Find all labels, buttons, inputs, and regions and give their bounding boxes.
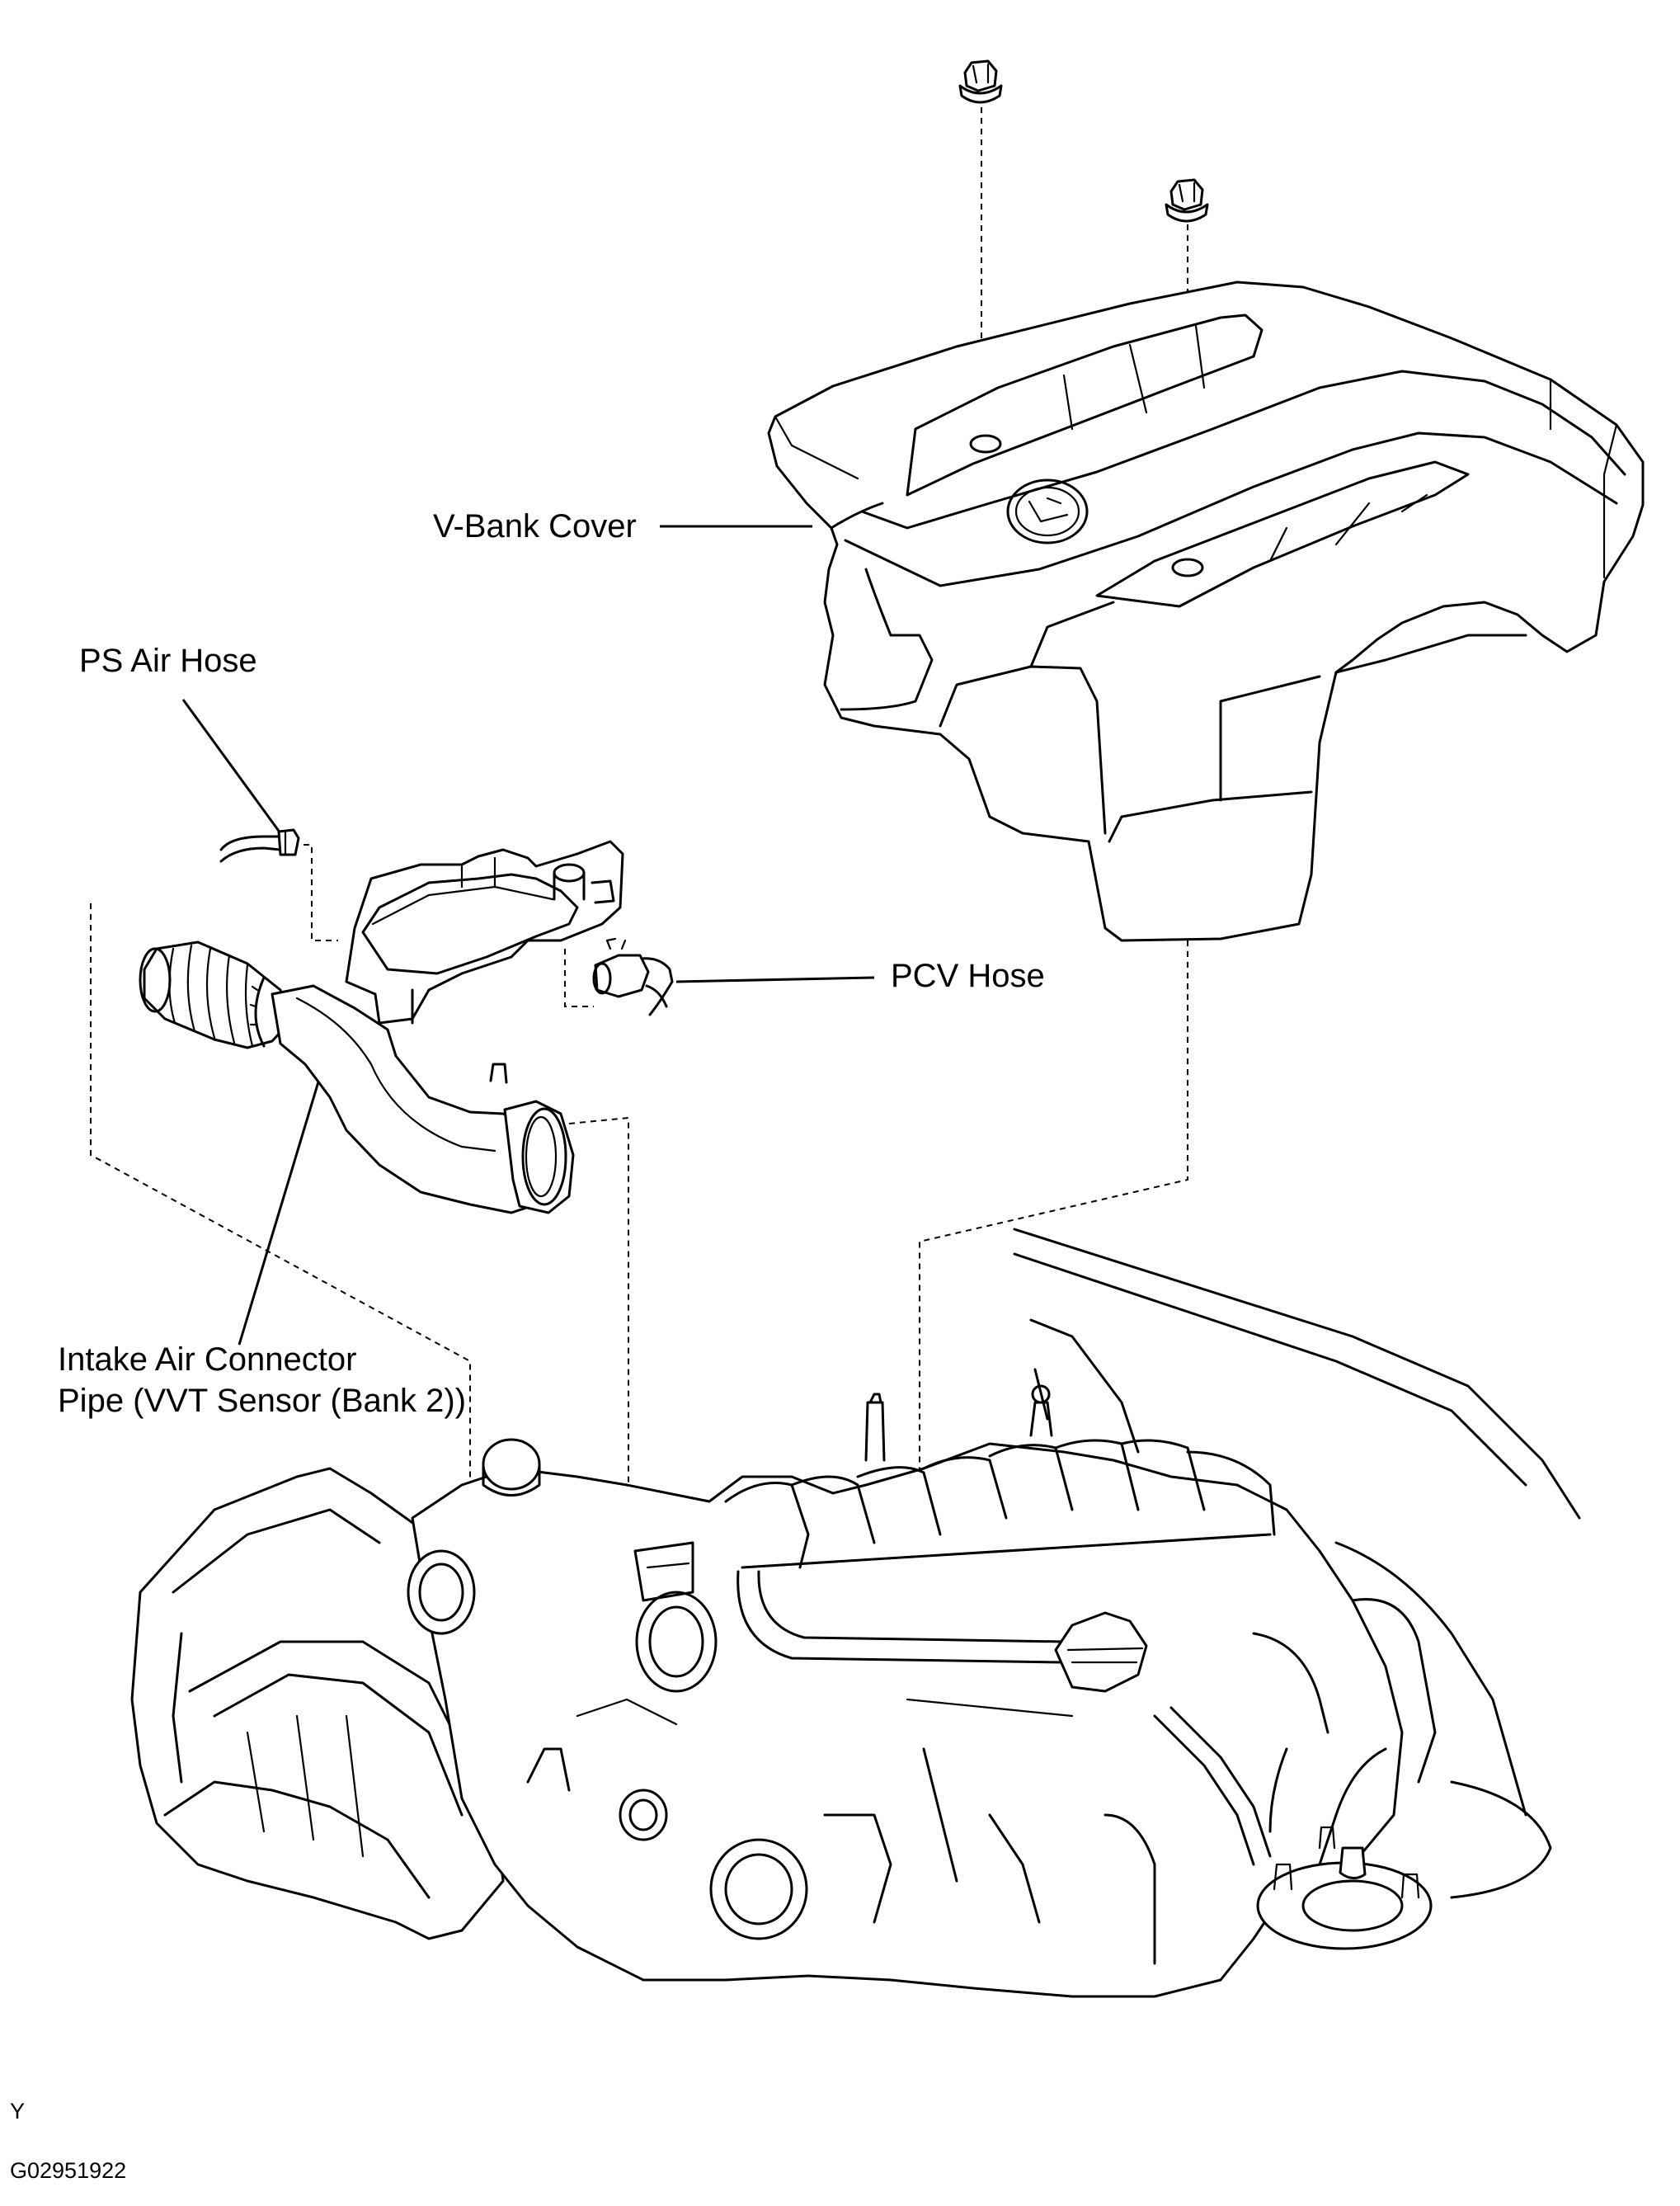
ps-air-hose-label: PS Air Hose	[79, 643, 257, 679]
ps-air-hose-guide	[304, 844, 338, 941]
air-cleaner-cap	[345, 840, 624, 1025]
bolt-left	[958, 59, 1003, 104]
intake-left-guide	[90, 903, 471, 1543]
v-bank-cover-label: V-Bank Cover	[433, 508, 637, 544]
cover-guide	[919, 940, 1188, 1675]
intake-pipe-label-line2: Pipe (VVT Sensor (Bank 2))	[58, 1383, 467, 1419]
pcv-hose-guide	[564, 949, 594, 1007]
engine-assembly	[130, 1228, 1581, 1998]
ps-air-hose	[219, 828, 300, 863]
intake-pipe-leader	[238, 1043, 332, 1346]
v-bank-cover	[767, 280, 1645, 942]
bolt-right	[1165, 178, 1209, 223]
view-mark: Y	[10, 2099, 26, 2124]
ps-air-hose-leader	[181, 699, 282, 834]
intake-pipe-label-line1: Intake Air Connector	[58, 1341, 357, 1378]
figure-code: G02951922	[10, 2158, 127, 2183]
pcv-hose-leader	[675, 976, 875, 983]
pcv-hose-label: PCV Hose	[891, 958, 1045, 994]
pcv-hose	[592, 937, 674, 1016]
intake-air-connector-pipe	[139, 940, 575, 1214]
